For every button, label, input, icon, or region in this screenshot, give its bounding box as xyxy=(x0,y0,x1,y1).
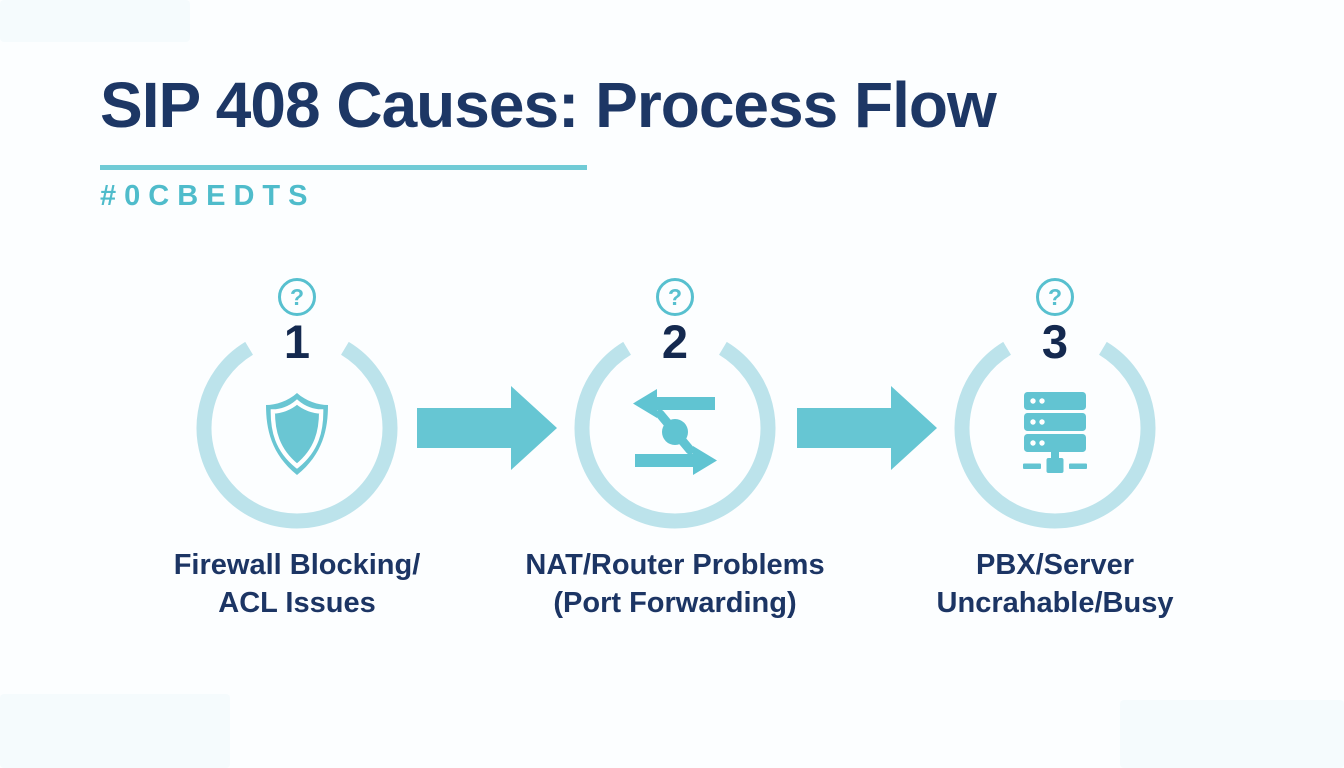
step-3-label: PBX/Server Uncrahable/Busy xyxy=(875,546,1235,622)
help-icon: ? xyxy=(278,278,316,316)
subtitle-tag: #0CBEDTS xyxy=(100,180,316,212)
step-3-label-line-2: Uncrahable/Busy xyxy=(936,587,1174,619)
flow-arrow-icon xyxy=(417,383,557,473)
help-icon: ? xyxy=(1036,278,1074,316)
step-3-number: 3 xyxy=(1041,315,1069,368)
step-1-label-line-2: ACL Issues xyxy=(218,587,376,619)
background-artifact xyxy=(0,0,190,42)
help-icon: ? xyxy=(656,278,694,316)
step-3-label-line-1: PBX/Server xyxy=(976,549,1134,581)
step-2-label-line-2: (Port Forwarding) xyxy=(553,587,797,619)
server-icon xyxy=(1023,392,1087,474)
step-1-number: 1 xyxy=(283,315,311,368)
step-ring xyxy=(954,341,1156,529)
title-underline xyxy=(100,165,587,170)
step-1-label: Firewall Blocking/ ACL Issues xyxy=(117,546,477,622)
step-2-label-line-1: NAT/Router Problems xyxy=(525,549,825,581)
background-artifact xyxy=(0,694,230,768)
step-ring xyxy=(196,341,398,529)
step-ring xyxy=(574,341,776,529)
step-2: ? 2 NAT/Router Problems (Port Forwarding… xyxy=(495,270,855,655)
step-1-label-line-1: Firewall Blocking/ xyxy=(173,549,421,581)
nat-arrows-icon xyxy=(625,386,725,478)
background-artifact xyxy=(1120,700,1344,768)
step-2-label: NAT/Router Problems (Port Forwarding) xyxy=(495,546,855,622)
step-3: ? 3 PBX/Server Uncrahable/Busy xyxy=(875,270,1235,655)
page-title: SIP 408 Causes: Process Flow xyxy=(100,69,997,141)
step-1: ? 1 Firewall Blocking/ ACL Issues xyxy=(117,270,477,655)
flow-arrow-icon xyxy=(797,383,937,473)
step-2-number: 2 xyxy=(661,315,689,368)
shield-icon xyxy=(262,392,332,476)
